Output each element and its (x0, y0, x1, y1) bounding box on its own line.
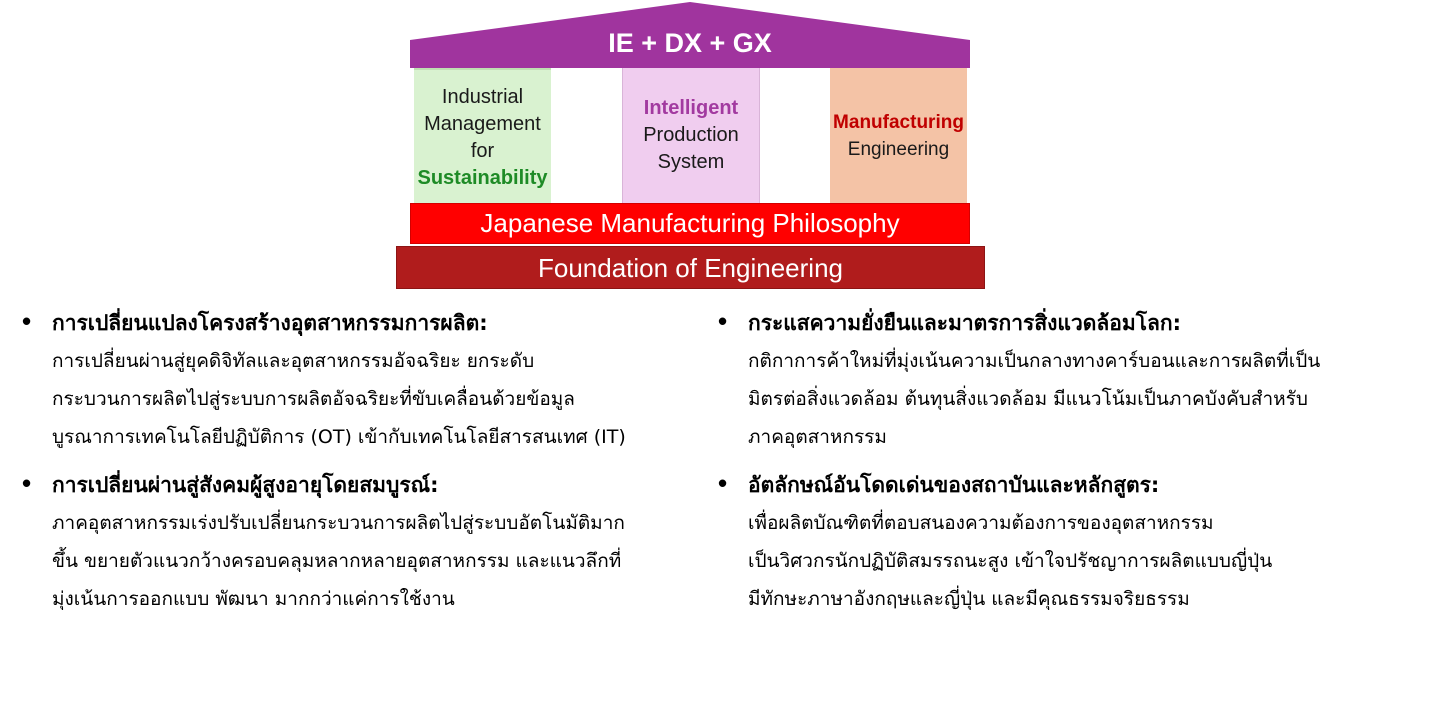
pillar-1-line-2: Management (424, 112, 541, 135)
bullet-body: กติกาการค้าใหม่ที่มุ่งเน้นความเป็นกลางทา… (748, 342, 1418, 456)
pillar-industrial-management: Industrial Management for Sustainability (414, 68, 551, 205)
bullet-item: • การเปลี่ยนผ่านสู่สังคมผู้สูงอายุโดยสมบ… (22, 466, 712, 618)
pillar-manufacturing-engineering: Manufacturing Engineering (830, 68, 967, 203)
bullet-line: ขึ้น ขยายตัวแนวกว้างครอบคลุมหลากหลายอุตส… (52, 550, 622, 572)
bullet-line: ภาคอุตสาหกรรม (748, 426, 887, 448)
roof-shape (410, 2, 970, 68)
bullet-title: การเปลี่ยนผ่านสู่สังคมผู้สูงอายุโดยสมบูร… (52, 473, 439, 497)
bullet-line: เพื่อผลิตบัณฑิตที่ตอบสนองความต้องการของอ… (748, 512, 1214, 534)
bullet-item: • การเปลี่ยนแปลงโครงสร้างอุตสาหกรรมการผล… (22, 304, 712, 456)
bullet-title: กระแสความยั่งยืนและมาตรการสิ่งแวดล้อมโลก… (748, 311, 1181, 335)
bullet-body: เพื่อผลิตบัณฑิตที่ตอบสนองความต้องการของอ… (748, 504, 1418, 618)
beam-japanese-philosophy: Japanese Manufacturing Philosophy (410, 203, 970, 244)
bullet-line: การเปลี่ยนผ่านสู่ยุคดิจิทัลและอุตสาหกรรม… (52, 350, 535, 372)
bullet-line: ภาคอุตสาหกรรมเร่งปรับเปลี่ยนกระบวนการผลิ… (52, 512, 625, 534)
bullet-dot-icon: • (22, 306, 32, 336)
bullet-line: กติกาการค้าใหม่ที่มุ่งเน้นความเป็นกลางทา… (748, 350, 1321, 372)
bullet-title: การเปลี่ยนแปลงโครงสร้างอุตสาหกรรมการผลิต… (52, 311, 488, 335)
pillar-2-line-1: Production (643, 124, 739, 146)
bullet-dot-icon: • (22, 468, 32, 498)
roof-label: IE + DX + GX (608, 28, 772, 58)
bullet-line: บูรณาการเทคโนโลยีปฏิบัติการ (OT) เข้ากับ… (52, 426, 626, 448)
bullet-line: เป็นวิศวกรนักปฏิบัติสมรรถนะสูง เข้าใจปรั… (748, 550, 1273, 572)
right-bullet-column: • กระแสความยั่งยืนและมาตรการสิ่งแวดล้อมโ… (718, 304, 1418, 628)
bullet-item: • กระแสความยั่งยืนและมาตรการสิ่งแวดล้อมโ… (718, 304, 1418, 456)
pillar-1-line-3: for (470, 139, 495, 162)
bullet-line: มุ่งเน้นการออกแบบ พัฒนา มากกว่าแค่การใช้… (52, 588, 455, 610)
pillar-intelligent-production: Intelligent Production System (622, 68, 760, 203)
bullet-line: มิตรต่อสิ่งแวดล้อม ต้นทุนสิ่งแวดล้อม มีแ… (748, 388, 1308, 410)
bullet-line: มีทักษะภาษาอังกฤษและญี่ปุ่น และมีคุณธรรม… (748, 588, 1190, 610)
pillar-3-highlight: Manufacturing (833, 111, 964, 133)
pillar-2-line-2: System (657, 151, 725, 173)
left-bullet-column: • การเปลี่ยนแปลงโครงสร้างอุตสาหกรรมการผล… (22, 304, 712, 628)
bullet-line: กระบวนการผลิตไปสู่ระบบการผลิตอัจฉริยะที่… (52, 388, 575, 410)
bullet-dot-icon: • (718, 468, 728, 498)
pillar-2-highlight: Intelligent (643, 97, 739, 119)
bullet-dot-icon: • (718, 306, 728, 336)
bullet-body: ภาคอุตสาหกรรมเร่งปรับเปลี่ยนกระบวนการผลิ… (52, 504, 712, 618)
bullet-item: • อัตลักษณ์อันโดดเด่นของสถาบันและหลักสูต… (718, 466, 1418, 618)
bullet-body: การเปลี่ยนผ่านสู่ยุคดิจิทัลและอุตสาหกรรม… (52, 342, 712, 456)
bullet-title: อัตลักษณ์อันโดดเด่นของสถาบันและหลักสูตร: (748, 473, 1160, 497)
pillar-3-line-1: Engineering (847, 138, 950, 160)
pillar-1-line-1: Industrial (441, 85, 524, 108)
pillar-1-highlight: Sustainability (417, 166, 548, 189)
roof (410, 2, 970, 68)
foundation-engineering: Foundation of Engineering (396, 246, 985, 289)
